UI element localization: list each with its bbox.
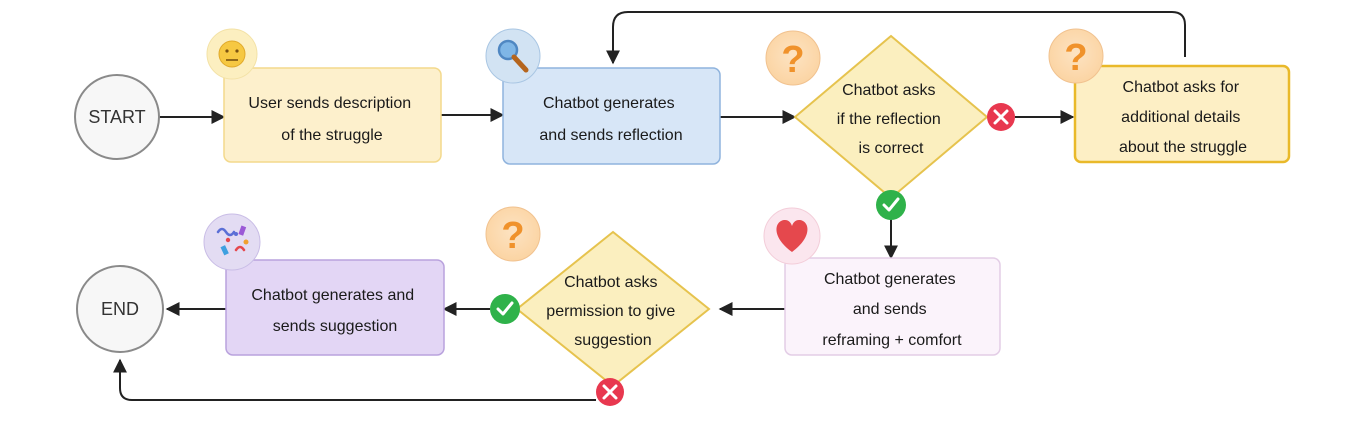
node-label-line: if the reflection (837, 111, 941, 128)
end-label: END (101, 299, 139, 319)
node-reflection: Chatbot generates and sends reflection (502, 67, 721, 165)
node-label-line: about the struggle (1119, 139, 1247, 156)
magnifier-icon (485, 28, 541, 84)
svg-text:?: ? (501, 215, 524, 257)
arrow-no-to-end (113, 358, 596, 401)
node-label-line: suggestion (574, 332, 651, 349)
node-label-line: Chatbot generates (543, 95, 675, 112)
arrow-details-back-to-reflection (606, 11, 1186, 65)
node-label-line: Chatbot generates (824, 271, 956, 288)
node-label-line: of the struggle (281, 127, 383, 144)
yes-badge-icon (876, 190, 906, 220)
neutral-face-icon (206, 28, 258, 80)
svg-text:User sends description o: User sends description of the struggle (248, 95, 415, 144)
question-mark-icon: ? (485, 206, 541, 262)
node-label-line: and sends reflection (539, 127, 682, 144)
confetti-icon (203, 213, 261, 271)
question-mark-icon: ? (765, 30, 821, 86)
node-additional-details: Chatbot asks for additional details abou… (1073, 64, 1291, 164)
svg-text:Chatbot generates and se: Chatbot generates and sends suggestion (251, 287, 418, 335)
node-label-line: Chatbot generates and (251, 287, 414, 304)
svg-text:Chatbot asks if the refl: Chatbot asks if the reflection is correc… (837, 82, 946, 157)
node-label-line: reframing + comfort (822, 332, 962, 349)
node-label-line: sends suggestion (273, 318, 398, 335)
question-mark-icon: ? (1048, 28, 1104, 84)
node-label-line: Chatbot asks (564, 274, 657, 291)
node-label-line: User sends description (248, 95, 411, 112)
node-label-line: is correct (859, 140, 924, 157)
no-badge-icon (596, 378, 624, 406)
svg-text:?: ? (781, 39, 804, 81)
svg-text:Chatbot asks for additio: Chatbot asks for additional details abou… (1119, 79, 1247, 156)
end-terminal: END (76, 265, 164, 353)
node-label-line: permission to give (546, 303, 675, 320)
node-suggestion: Chatbot generates and sends suggestion (225, 259, 445, 356)
connectors (113, 11, 1186, 401)
svg-text:Chatbot generates and se: Chatbot generates and sends reflection (539, 95, 682, 144)
start-label: START (88, 107, 145, 127)
decision-ask-permission: Chatbot asks permission to give suggesti… (515, 230, 711, 388)
start-terminal: START (74, 74, 160, 160)
svg-text:Chatbot asks permission: Chatbot asks permission to give suggesti… (546, 274, 679, 349)
decision-ask-reflection: Chatbot asks if the reflection is correc… (793, 34, 989, 200)
node-reframing: Chatbot generates and sends reframing + … (784, 257, 1001, 356)
node-label-line: Chatbot asks for (1123, 79, 1240, 96)
heart-icon (763, 207, 821, 265)
node-label-line: Chatbot asks (842, 82, 935, 99)
node-label-line: and sends (853, 301, 927, 318)
node-label-line: additional details (1121, 109, 1240, 126)
no-badge-icon (987, 103, 1015, 131)
svg-text:Chatbot generates and se: Chatbot generates and sends reframing + … (822, 271, 962, 349)
svg-text:?: ? (1064, 37, 1087, 79)
node-user-description: User sends description of the struggle (223, 67, 442, 163)
yes-badge-icon (490, 294, 520, 324)
